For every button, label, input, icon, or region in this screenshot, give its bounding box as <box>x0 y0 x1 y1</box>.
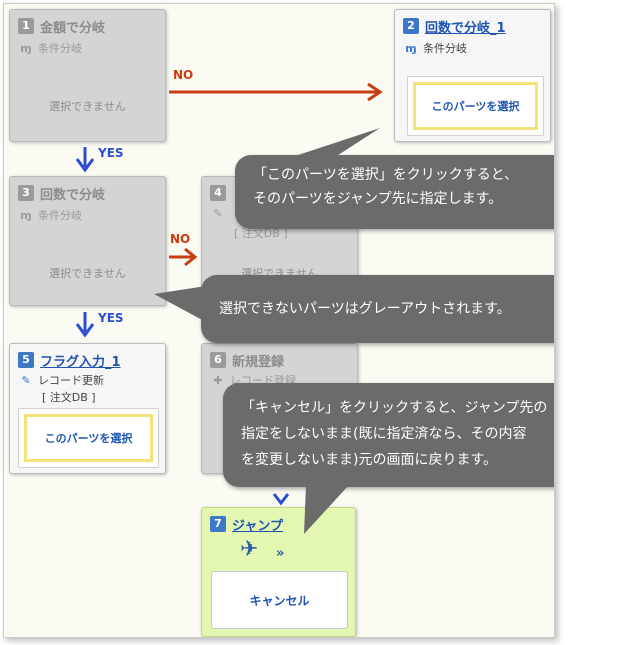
card-subtitle-row: ✎ レコード更新 <box>19 372 104 388</box>
callout-pointers <box>154 128 380 534</box>
card-subtitle: 条件分岐 <box>423 42 467 55</box>
card-number-badge: 3 <box>18 185 34 201</box>
select-part-button[interactable]: このパーツを選択 <box>413 82 538 130</box>
card-number-badge: 7 <box>210 516 226 532</box>
card-number-badge: 2 <box>403 18 419 34</box>
select-part-button[interactable]: このパーツを選択 <box>24 414 153 462</box>
branch-icon: ɱ <box>20 42 32 55</box>
callout-text: 選択できないパーツはグレーアウトされます。 <box>219 301 511 317</box>
card-title-link[interactable]: ジャンプ <box>232 519 283 534</box>
card-subtitle-row: ✎ <box>211 207 230 220</box>
plus-icon: ✚ <box>213 374 223 387</box>
card-title-link[interactable]: 回数で分岐_1 <box>425 21 506 36</box>
yes-label: YES <box>98 146 124 160</box>
card-number-badge: 1 <box>18 18 34 34</box>
flow-card-7-jump: 7 ジャンプ ✈ » キャンセル <box>201 507 356 637</box>
callout-cancel: 「キャンセル」をクリックすると、ジャンプ先の 指定をしないまま(既に指定済なら、… <box>223 383 554 487</box>
callout-text: 指定をしないまま(既に指定済なら、その内容 <box>241 426 527 442</box>
cancel-button[interactable]: キャンセル <box>211 571 348 629</box>
branch-icon: ɱ <box>20 209 32 222</box>
yes-arrow <box>75 147 95 173</box>
card-db-name: [ 注文DB ] <box>234 227 288 240</box>
select-button-frame: このパーツを選択 <box>18 408 159 468</box>
card-number-badge: 4 <box>210 185 226 201</box>
card-subtitle: レコード更新 <box>38 374 104 387</box>
no-label: NO <box>170 232 191 246</box>
down-arrow <box>272 493 290 506</box>
disabled-notice: 選択できません <box>49 267 126 280</box>
flow-arrows <box>75 82 383 506</box>
branch-icon: ɱ <box>405 42 417 55</box>
callout-text: を変更しないまま)元の画面に戻ります。 <box>241 452 498 468</box>
no-label: NO <box>173 68 194 82</box>
callout-text: 「このパーツを選択」をクリックすると、 <box>253 167 519 183</box>
flow-canvas: 1 金額で分岐 ɱ 条件分岐 選択できません 2 回数で分岐_1 ɱ 条件分岐 この… <box>3 3 555 638</box>
callout-select-part: 「このパーツを選択」をクリックすると、 そのパーツをジャンプ先に指定します。 <box>235 155 554 229</box>
disabled-notice: 選択できません <box>49 100 126 113</box>
callout-text: 「キャンセル」をクリックすると、ジャンプ先の <box>241 400 548 416</box>
card-subtitle-row: ɱ 条件分岐 <box>404 40 467 56</box>
card-title: 新規登録 <box>232 355 285 370</box>
card-number-badge: 5 <box>18 352 34 368</box>
callout-grayed-out: 選択できないパーツはグレーアウトされます。 <box>201 275 554 343</box>
double-chevron-icon: » <box>276 546 285 561</box>
card-title: 回数で分岐 <box>40 188 106 203</box>
card-subtitle: 条件分岐 <box>38 209 82 222</box>
no-arrow <box>169 82 383 102</box>
flow-card-2: 2 回数で分岐_1 ɱ 条件分岐 このパーツを選択 <box>394 9 551 142</box>
card-subtitle: 条件分岐 <box>38 42 82 55</box>
card-title: 金額で分岐 <box>40 21 106 36</box>
callout-text: そのパーツをジャンプ先に指定します。 <box>253 191 503 207</box>
card-number-badge: 6 <box>210 352 226 368</box>
card-subtitle-row: ɱ 条件分岐 <box>19 40 82 56</box>
pencil-icon: ✎ <box>21 374 31 387</box>
pencil-icon: ✎ <box>213 207 223 220</box>
card-subtitle-row: ɱ 条件分岐 <box>19 207 82 223</box>
yes-arrow <box>75 312 95 338</box>
card-db-name: [ 注文DB ] <box>42 391 96 404</box>
airplane-icon: ✈ <box>240 537 259 562</box>
flow-card-3: 3 回数で分岐 ɱ 条件分岐 選択できません <box>9 176 166 306</box>
flow-card-5: 5 フラグ入力_1 ✎ レコード更新 [ 注文DB ] このパーツを選択 <box>9 343 166 474</box>
yes-label: YES <box>98 311 124 325</box>
card-title-link[interactable]: フラグ入力_1 <box>40 355 121 370</box>
select-button-frame: このパーツを選択 <box>407 76 544 136</box>
flow-card-1: 1 金額で分岐 ɱ 条件分岐 選択できません <box>9 9 166 142</box>
no-arrow <box>169 247 198 267</box>
